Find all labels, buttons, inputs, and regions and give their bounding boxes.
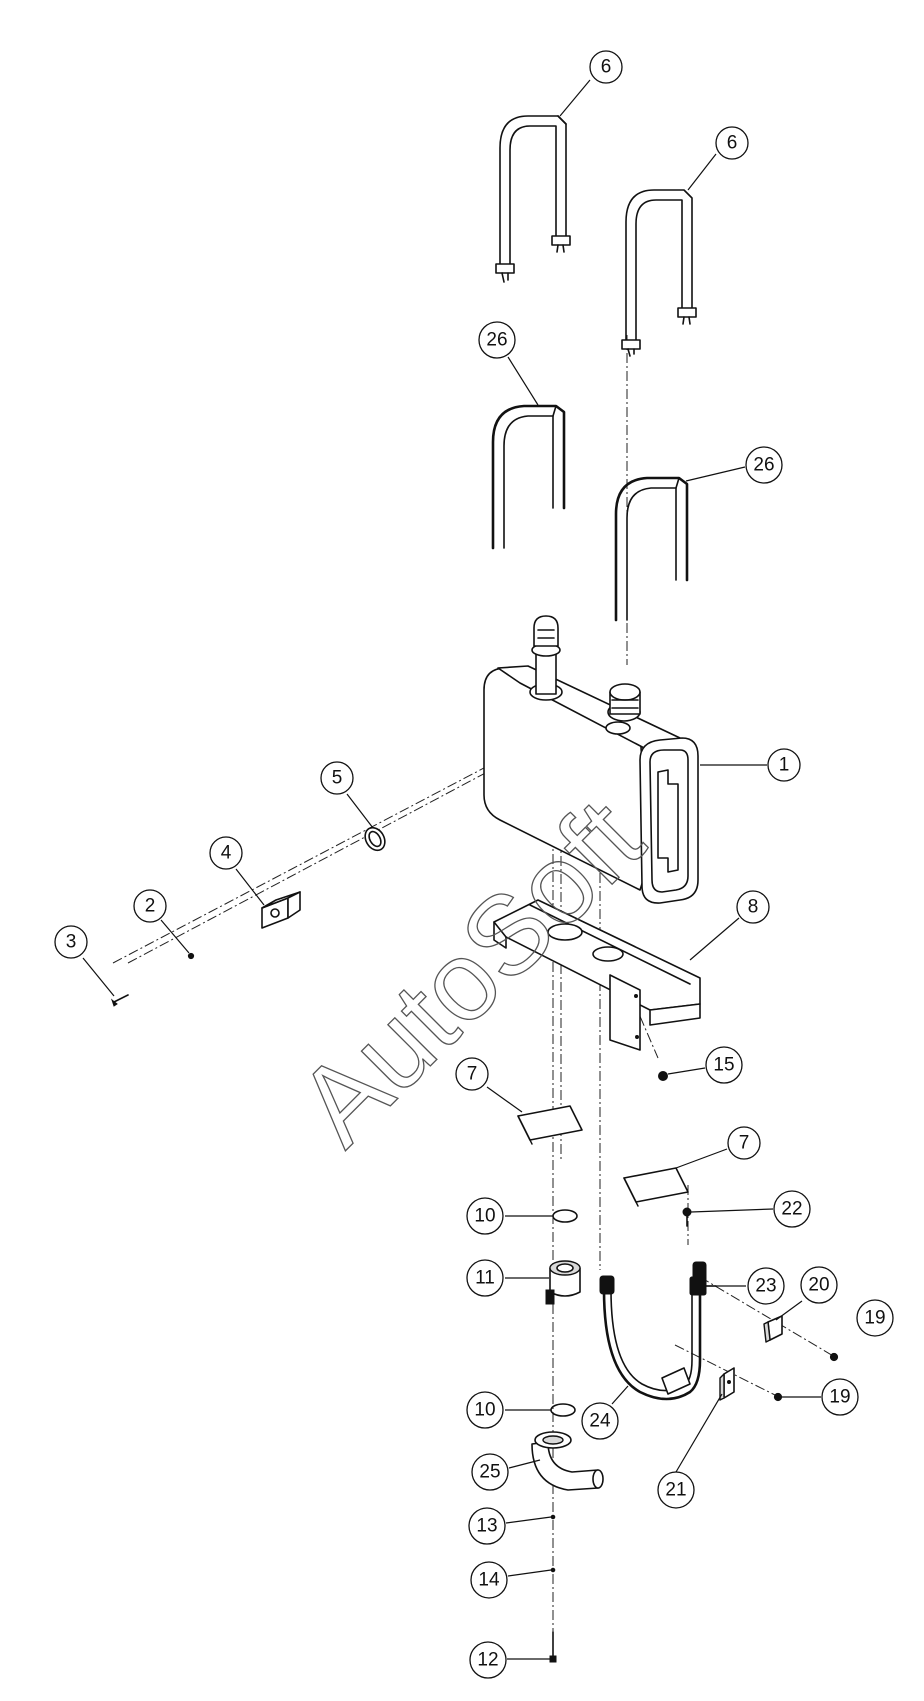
callout-5: 5 bbox=[320, 761, 354, 795]
callout-4: 4 bbox=[209, 836, 243, 870]
callout-1: 1 bbox=[767, 748, 801, 782]
callout-19-upper: 19 bbox=[856, 1299, 894, 1337]
svg-text:15: 15 bbox=[713, 1055, 734, 1076]
strap-part-26-right bbox=[614, 476, 689, 622]
nut-part-15 bbox=[658, 1071, 668, 1081]
svg-text:25: 25 bbox=[479, 1462, 500, 1483]
callout-14: 14 bbox=[470, 1561, 508, 1599]
pad-part-7-left bbox=[517, 1105, 583, 1145]
o-ring-part-10-lower bbox=[550, 1403, 576, 1417]
callout-21: 21 bbox=[657, 1471, 695, 1509]
bolt-part-12 bbox=[549, 1631, 557, 1663]
svg-text:6: 6 bbox=[727, 133, 738, 154]
clip-part-20 bbox=[763, 1315, 783, 1343]
bracket-part-8 bbox=[493, 899, 701, 1051]
svg-text:23: 23 bbox=[755, 1276, 776, 1297]
cover-block-part-4 bbox=[261, 891, 301, 929]
svg-text:14: 14 bbox=[478, 1570, 500, 1591]
svg-text:26: 26 bbox=[486, 330, 507, 351]
svg-text:6: 6 bbox=[601, 57, 612, 78]
u-bolt-part-6-left bbox=[495, 115, 571, 283]
svg-text:20: 20 bbox=[808, 1275, 829, 1296]
u-bolt-part-6-right bbox=[621, 189, 697, 357]
adapter-part-11 bbox=[545, 1260, 581, 1305]
svg-text:10: 10 bbox=[474, 1206, 495, 1227]
hose-part-24 bbox=[599, 1261, 707, 1401]
washer-part-2 bbox=[187, 952, 195, 960]
screw-part-3 bbox=[110, 994, 129, 1007]
callout-2: 2 bbox=[133, 889, 167, 923]
svg-text:19: 19 bbox=[864, 1308, 885, 1329]
svg-text:13: 13 bbox=[476, 1516, 497, 1537]
svg-text:22: 22 bbox=[781, 1199, 802, 1220]
svg-text:10: 10 bbox=[474, 1400, 495, 1421]
svg-text:3: 3 bbox=[66, 932, 77, 953]
callout-7-right: 7 bbox=[727, 1126, 761, 1160]
svg-text:7: 7 bbox=[739, 1133, 750, 1154]
svg-text:24: 24 bbox=[589, 1411, 611, 1432]
callout-11: 11 bbox=[466, 1259, 504, 1297]
svg-text:2: 2 bbox=[145, 896, 156, 917]
nut-part-19-upper bbox=[829, 1352, 839, 1362]
svg-text:4: 4 bbox=[221, 843, 232, 864]
callout-25: 25 bbox=[471, 1453, 509, 1491]
callout-3: 3 bbox=[54, 925, 88, 959]
svg-text:11: 11 bbox=[475, 1268, 495, 1289]
callout-6-right: 6 bbox=[715, 126, 749, 160]
leader-lines bbox=[82, 79, 821, 1660]
svg-text:8: 8 bbox=[748, 897, 759, 918]
svg-text:19: 19 bbox=[829, 1387, 850, 1408]
svg-text:26: 26 bbox=[753, 455, 774, 476]
callout-8: 8 bbox=[736, 890, 770, 924]
svg-text:21: 21 bbox=[665, 1480, 686, 1501]
callout-26-left: 26 bbox=[478, 321, 516, 359]
callout-24: 24 bbox=[581, 1402, 619, 1440]
callout-22: 22 bbox=[773, 1190, 811, 1228]
plug-part-22 bbox=[682, 1207, 692, 1227]
elbow-part-25 bbox=[531, 1431, 604, 1491]
callout-12: 12 bbox=[469, 1641, 507, 1679]
callout-10-lower: 10 bbox=[466, 1391, 504, 1429]
svg-text:12: 12 bbox=[477, 1650, 498, 1671]
svg-text:1: 1 bbox=[779, 755, 790, 776]
tank-part-1 bbox=[483, 615, 699, 904]
nut-part-19-lower bbox=[773, 1392, 783, 1402]
pad-part-7-right bbox=[623, 1167, 689, 1207]
callout-6-top-left: 6 bbox=[589, 50, 623, 84]
seal-ring-part-5 bbox=[364, 826, 386, 852]
callout-26-right: 26 bbox=[745, 446, 783, 484]
callout-7-left: 7 bbox=[455, 1057, 489, 1091]
washer-part-13 bbox=[550, 1514, 556, 1520]
callout-10-upper: 10 bbox=[466, 1197, 504, 1235]
strap-part-26-left bbox=[491, 404, 566, 550]
svg-text:5: 5 bbox=[332, 768, 343, 789]
callout-13: 13 bbox=[468, 1507, 506, 1545]
callout-20: 20 bbox=[800, 1266, 838, 1304]
callout-15: 15 bbox=[705, 1046, 743, 1084]
o-ring-part-10-upper bbox=[552, 1209, 578, 1223]
callout-19-lower: 19 bbox=[821, 1378, 859, 1416]
washer-part-14 bbox=[550, 1567, 556, 1573]
clamp-part-21 bbox=[719, 1367, 735, 1401]
callout-23: 23 bbox=[747, 1267, 785, 1305]
svg-text:7: 7 bbox=[467, 1064, 478, 1085]
